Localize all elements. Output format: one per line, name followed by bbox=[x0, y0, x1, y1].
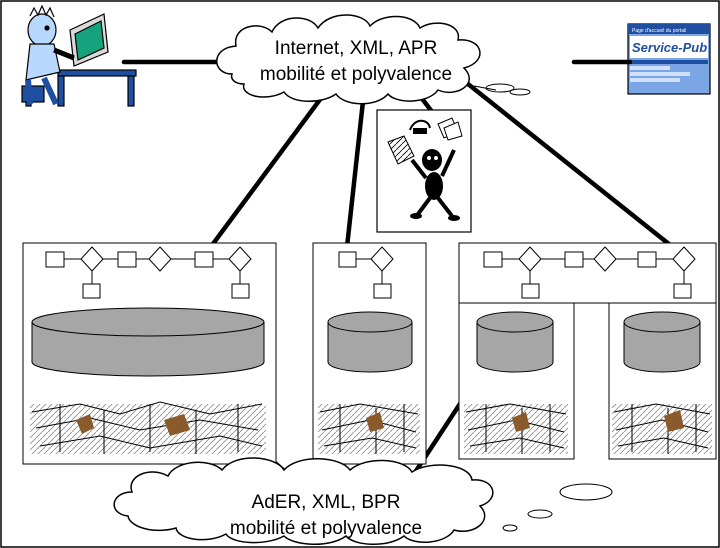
process-panel-1 bbox=[22, 242, 277, 465]
process-panel-3 bbox=[458, 242, 717, 460]
svg-text:Service-Pub: Service-Pub bbox=[632, 40, 707, 55]
bottom-cloud-line1: AdER, XML, BPR bbox=[251, 492, 401, 513]
top-cloud-line1: Internet, XML, APR bbox=[274, 38, 438, 59]
top-cloud-line2: mobilité et polyvalence bbox=[259, 64, 453, 85]
svg-text:Page d'accueil du portail: Page d'accueil du portail bbox=[632, 28, 686, 34]
bottom-cloud-label: AdER, XML, BPR mobilité et polyvalence bbox=[196, 490, 456, 542]
process-panel-2 bbox=[312, 242, 427, 465]
user-at-computer-icon bbox=[21, 4, 137, 107]
top-cloud-label: Internet, XML, APR mobilité et polyvalen… bbox=[236, 36, 476, 88]
bottom-cloud-line2: mobilité et polyvalence bbox=[229, 518, 423, 539]
bottom-cloud bbox=[113, 457, 613, 545]
top-cloud bbox=[216, 14, 531, 105]
service-public-logo: Page d'accueil du portail Service-Pub bbox=[627, 23, 711, 95]
juggler-panel bbox=[376, 109, 472, 233]
